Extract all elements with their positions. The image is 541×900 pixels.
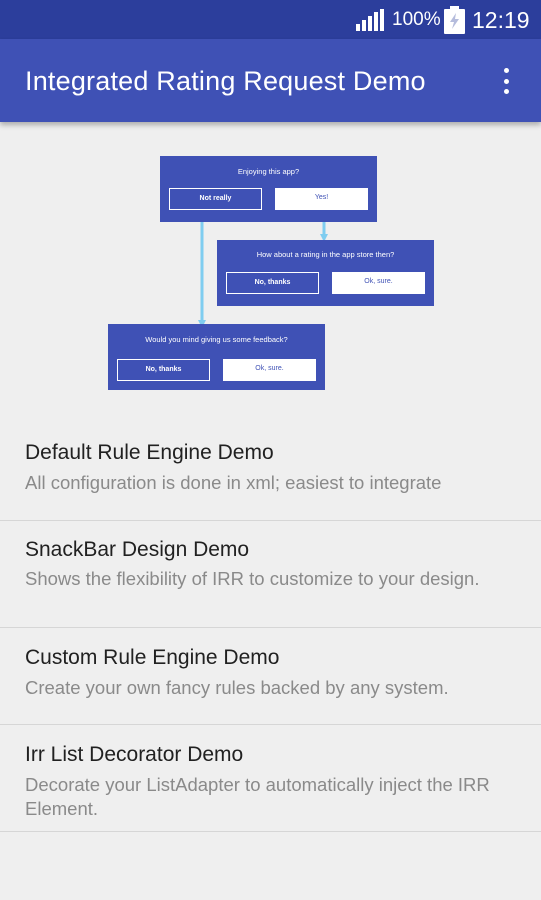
- list-item-default-rule-engine[interactable]: Default Rule Engine Demo All configurati…: [0, 428, 541, 521]
- more-vert-icon[interactable]: [496, 65, 516, 97]
- list-item-description: Create your own fancy rules backed by an…: [25, 677, 449, 698]
- app-title: Integrated Rating Request Demo: [25, 66, 426, 96]
- signal-icon: [356, 9, 384, 31]
- dialog-question: Enjoying this app?: [237, 167, 300, 176]
- demo-list: Default Rule Engine Demo All configurati…: [0, 428, 541, 832]
- app-bar: Integrated Rating Request Demo: [0, 39, 541, 122]
- dialog-rating: How about a rating in the app store then…: [217, 240, 434, 306]
- yes-button: Yes!: [275, 188, 368, 210]
- dialog-question: Would you mind giving us some feedback?: [145, 335, 288, 344]
- dialog-feedback: Would you mind giving us some feedback? …: [108, 324, 325, 390]
- status-time: 12:19: [472, 7, 530, 33]
- ok-sure-button: Ok, sure.: [332, 272, 425, 294]
- battery-charging-icon: [444, 6, 465, 34]
- list-item-title: SnackBar Design Demo: [25, 538, 250, 561]
- dialog-question: How about a rating in the app store then…: [256, 250, 395, 259]
- flow-arrows: [198, 222, 328, 328]
- list-item-description: Shows the flexibility of IRR to customiz…: [25, 568, 480, 589]
- status-bar: 100% 12:19: [0, 0, 541, 39]
- list-item-title: Custom Rule Engine Demo: [25, 646, 280, 669]
- list-item-snackbar-design[interactable]: SnackBar Design Demo Shows the flexibili…: [0, 521, 541, 628]
- not-really-button: Not really: [169, 188, 262, 210]
- list-item-title: Default Rule Engine Demo: [25, 441, 274, 464]
- list-item-description: Decorate your ListAdapter to automatical…: [25, 774, 490, 819]
- list-item-custom-rule-engine[interactable]: Custom Rule Engine Demo Create your own …: [0, 628, 541, 725]
- ok-sure-button: Ok, sure.: [223, 359, 316, 381]
- battery-percent: 100%: [392, 9, 441, 30]
- dialog-enjoying: Enjoying this app? Not really Yes!: [160, 156, 377, 222]
- no-thanks-button: No, thanks: [117, 359, 210, 381]
- list-item-description: All configuration is done in xml; easies…: [25, 472, 442, 493]
- list-item-irr-list-decorator[interactable]: Irr List Decorator Demo Decorate your Li…: [0, 725, 541, 832]
- rating-flow-diagram: Enjoying this app? Not really Yes! How a…: [0, 122, 541, 412]
- no-thanks-button: No, thanks: [226, 272, 319, 294]
- list-item-title: Irr List Decorator Demo: [25, 743, 244, 766]
